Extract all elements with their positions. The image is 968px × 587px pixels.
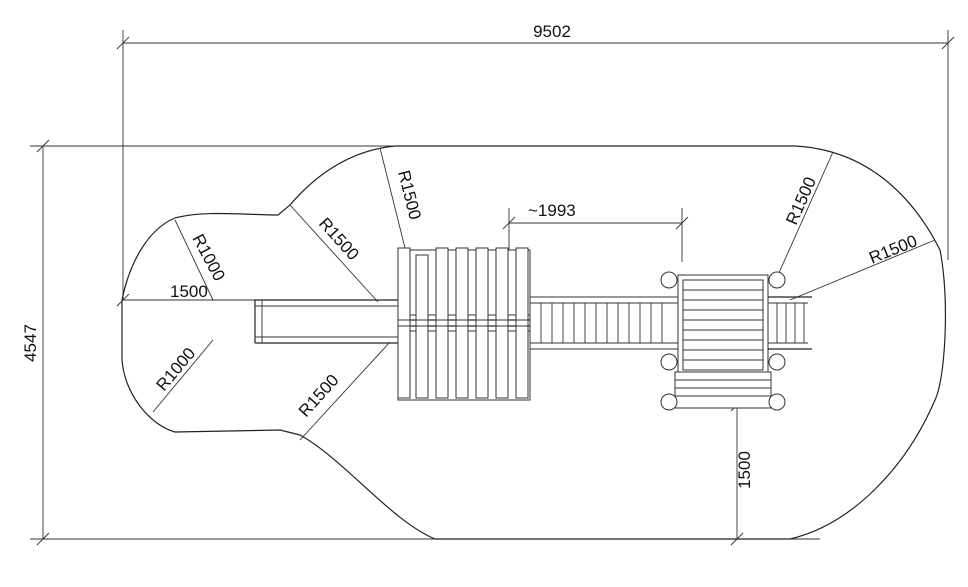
overall-length-label: 9502 <box>533 22 571 41</box>
bridge-span-label: ~1993 <box>528 201 576 220</box>
overall-length-dimension: 9502 <box>116 22 955 300</box>
radius-label-bottom-left-large: R1500 <box>295 371 343 421</box>
radius-label-right: R1500 <box>866 231 920 267</box>
slide-structure <box>254 299 398 344</box>
safety-zone-outline <box>121 145 947 540</box>
bridge-walkway <box>529 296 681 350</box>
bridge-span-dimension <box>502 208 689 262</box>
overall-width-label: 4547 <box>21 324 40 362</box>
bottom-offset-label: 1500 <box>735 451 754 489</box>
right-tower <box>660 271 786 411</box>
radius-label-top-left-small: R1000 <box>188 231 228 284</box>
radius-leaders <box>152 147 936 441</box>
radius-label-top-right: R1500 <box>782 174 820 228</box>
left-offset-label: 1500 <box>170 282 208 301</box>
left-offset-dimension <box>116 293 255 307</box>
radius-label-top-mid: R1500 <box>394 168 425 221</box>
radius-label-bottom-left-small: R1000 <box>153 344 200 395</box>
tower-planks <box>397 247 530 399</box>
radius-label-top-left-large: R1500 <box>315 214 363 264</box>
ladder <box>768 296 812 350</box>
